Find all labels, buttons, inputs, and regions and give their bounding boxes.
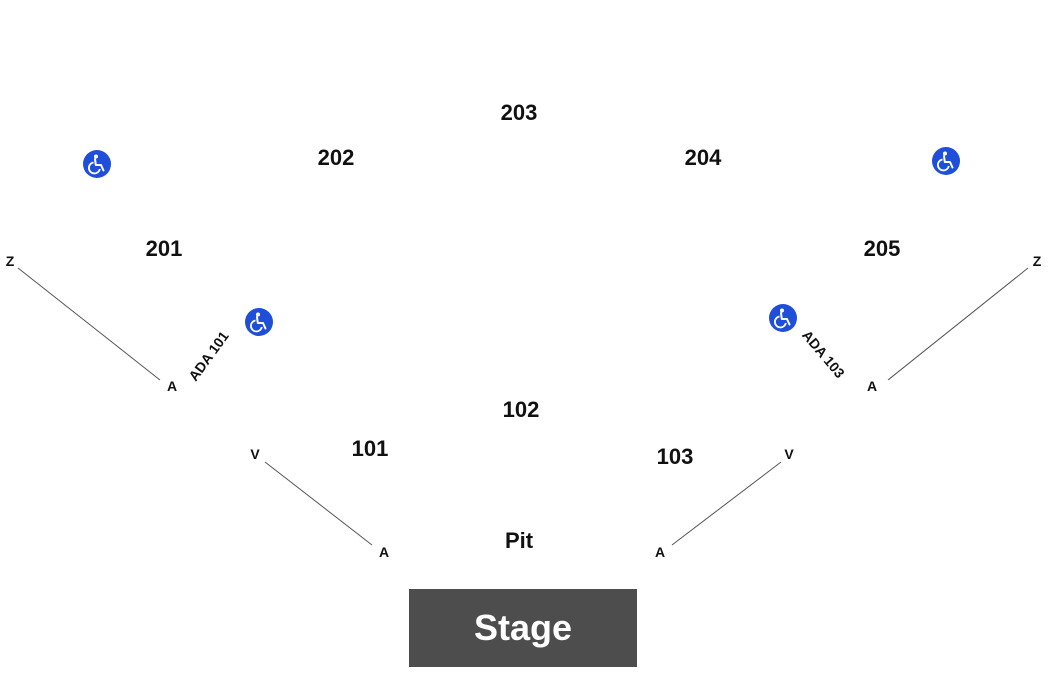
section-202[interactable]: 202 [317,145,355,170]
row-label-upper-left-z: Z [5,253,15,269]
aisle-line-lower-right [671,461,782,546]
wheelchair-icon [245,308,273,336]
section-205[interactable]: 205 [863,236,901,261]
row-label-upper-right-a: A [866,378,878,394]
aisle-line-lower-left [264,461,373,546]
row-label-lower-right-v: V [784,446,794,462]
wheelchair-icon [83,150,111,178]
wheelchair-icon [769,304,797,332]
wheelchair-icon [932,147,960,175]
aisle-line-upper-right [887,267,1029,381]
section-201[interactable]: 201 [145,236,183,261]
section-204[interactable]: 204 [684,145,722,170]
aisle-line-upper-left [17,267,161,381]
stage: Stage [409,589,637,667]
section-102[interactable]: 102 [502,397,540,422]
row-label-lower-left-v: V [250,446,260,462]
row-label-upper-right-z: Z [1032,253,1042,269]
section-203[interactable]: 203 [500,100,538,125]
section-pit[interactable]: Pit [504,528,534,553]
section-101[interactable]: 101 [351,436,389,461]
row-label-lower-left-a: A [378,544,390,560]
row-label-upper-left-a: A [166,378,178,394]
stage-label: Stage [473,607,573,648]
row-label-lower-right-a: A [654,544,666,560]
section-103[interactable]: 103 [656,444,694,469]
